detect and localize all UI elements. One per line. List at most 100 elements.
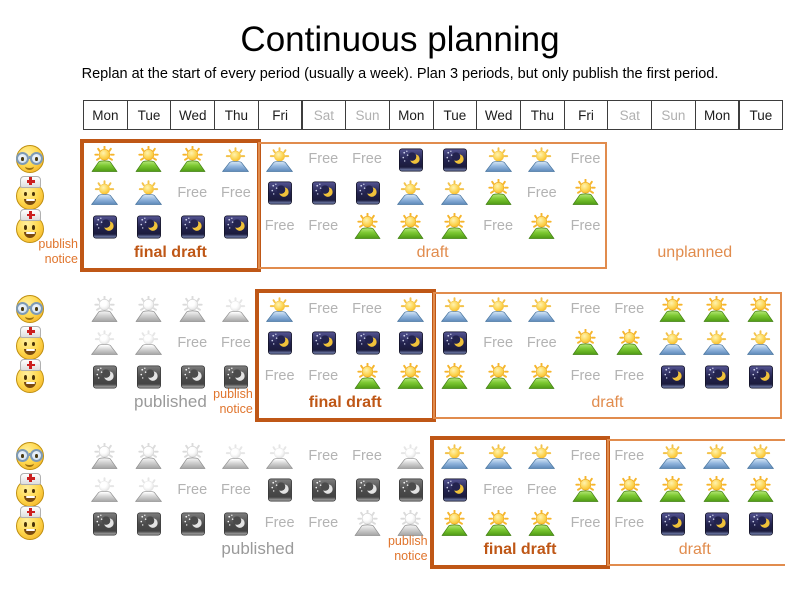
- grid-cell: [127, 145, 171, 173]
- grid-cell: Free: [564, 362, 608, 390]
- night-shift-icon: [136, 364, 162, 389]
- grid-cell: [520, 295, 564, 323]
- nurse-cap-icon: [20, 506, 41, 518]
- grid-cell: [170, 442, 214, 470]
- night-shift-icon: [136, 214, 162, 239]
- free-label: Free: [352, 301, 382, 317]
- publish-notice-line: notice: [394, 549, 428, 563]
- grid-cell: Free: [476, 212, 520, 240]
- late-shift-icon: [265, 146, 294, 173]
- grid-cell: Free: [520, 179, 564, 207]
- night-shift-icon: [748, 511, 773, 536]
- grid-cell: [214, 145, 258, 173]
- night-shift-icon: [399, 478, 424, 502]
- grid-cell: [214, 212, 258, 240]
- late-shift-icon: [221, 296, 250, 323]
- grid-cell: [214, 295, 258, 323]
- grid-cell: [170, 509, 214, 537]
- grid-cell: Free: [214, 476, 258, 504]
- grid-cell: [695, 329, 739, 357]
- late-shift-icon: [746, 443, 775, 470]
- eye-icon: [32, 488, 35, 493]
- late-shift-icon: [527, 146, 556, 173]
- day-header-cell: Tue: [126, 100, 172, 130]
- grid-cell: Free: [564, 145, 608, 173]
- grid-cell: [83, 145, 127, 173]
- free-label: Free: [221, 334, 251, 351]
- night-shift-icon: [311, 331, 336, 355]
- late-shift-icon: [221, 443, 250, 470]
- grid-cell: [345, 212, 389, 240]
- grid-cell: [651, 442, 695, 470]
- free-label: Free: [526, 481, 557, 498]
- day-header-cell: Tue: [432, 100, 478, 130]
- grid-cell: [607, 476, 651, 504]
- free-label: Free: [308, 515, 339, 531]
- grid-cell: Free: [520, 329, 564, 357]
- early-shift-icon: [746, 476, 774, 503]
- grid-cell: [258, 179, 302, 207]
- early-shift-icon: [484, 179, 512, 206]
- early-shift-icon: [440, 212, 468, 240]
- grid-cell: [651, 362, 695, 390]
- grid-cell: Free: [170, 476, 214, 504]
- draft-label: draft: [678, 541, 711, 558]
- free-label: Free: [483, 218, 514, 234]
- eye-icon: [32, 375, 35, 380]
- publish-notice-line: notice: [219, 402, 253, 416]
- late-shift-icon: [484, 296, 513, 323]
- nurse-cap-icon: [20, 472, 41, 485]
- grid-cell: [651, 295, 695, 323]
- grid-cell: [433, 442, 477, 470]
- free-label: Free: [614, 301, 645, 317]
- early-shift-icon: [484, 362, 512, 390]
- grid-cell: [258, 329, 302, 357]
- grid-cell: [695, 295, 739, 323]
- late-shift-icon: [702, 443, 731, 470]
- night-shift-icon: [311, 478, 336, 502]
- grid-cell: [476, 145, 520, 173]
- grid-cell: [83, 476, 127, 504]
- employee-avatar-nurse: [15, 209, 45, 243]
- grid-cell: [127, 362, 171, 390]
- eye-icon: [24, 522, 27, 527]
- night-shift-icon: [355, 181, 380, 205]
- grid-cell: [258, 295, 302, 323]
- night-shift-icon: [661, 511, 686, 536]
- grid-cell: [389, 212, 433, 240]
- final-draft-label: final draft: [483, 541, 557, 558]
- page-title: Continuous planning: [240, 20, 560, 59]
- grid-cell: [389, 442, 433, 470]
- night-shift-icon: [311, 181, 336, 205]
- late-shift-icon: [265, 443, 294, 470]
- free-label: Free: [264, 515, 295, 531]
- grid-cell: Free: [564, 295, 608, 323]
- free-label: Free: [308, 368, 339, 384]
- grid-cell: [476, 295, 520, 323]
- late-shift-icon: [134, 330, 163, 356]
- draft-box: [432, 292, 783, 419]
- night-shift-icon: [180, 364, 205, 389]
- grid-cell: [258, 442, 302, 470]
- day-header-cell: Sun: [345, 100, 390, 130]
- grid-cell: Free: [258, 509, 302, 537]
- late-shift-icon: [484, 443, 513, 470]
- day-header-cell: Tue: [738, 100, 784, 130]
- employee-avatar-nurse: [15, 359, 45, 393]
- late-shift-icon: [396, 443, 425, 470]
- grid-cell: [739, 509, 783, 537]
- final-draft-label: final draft: [308, 394, 382, 411]
- night-shift-icon: [661, 364, 686, 389]
- early-shift-icon: [703, 295, 731, 323]
- night-shift-icon: [268, 478, 293, 502]
- early-shift-icon: [397, 509, 425, 537]
- grid-cell: [83, 212, 127, 240]
- final-draft-label: final draft: [133, 244, 207, 261]
- early-shift-icon: [178, 295, 206, 323]
- free-label: Free: [570, 368, 601, 384]
- early-shift-icon: [484, 509, 512, 537]
- grid-cell: Free: [170, 329, 214, 357]
- grid-cell: Free: [564, 509, 608, 537]
- grid-cell: [389, 295, 433, 323]
